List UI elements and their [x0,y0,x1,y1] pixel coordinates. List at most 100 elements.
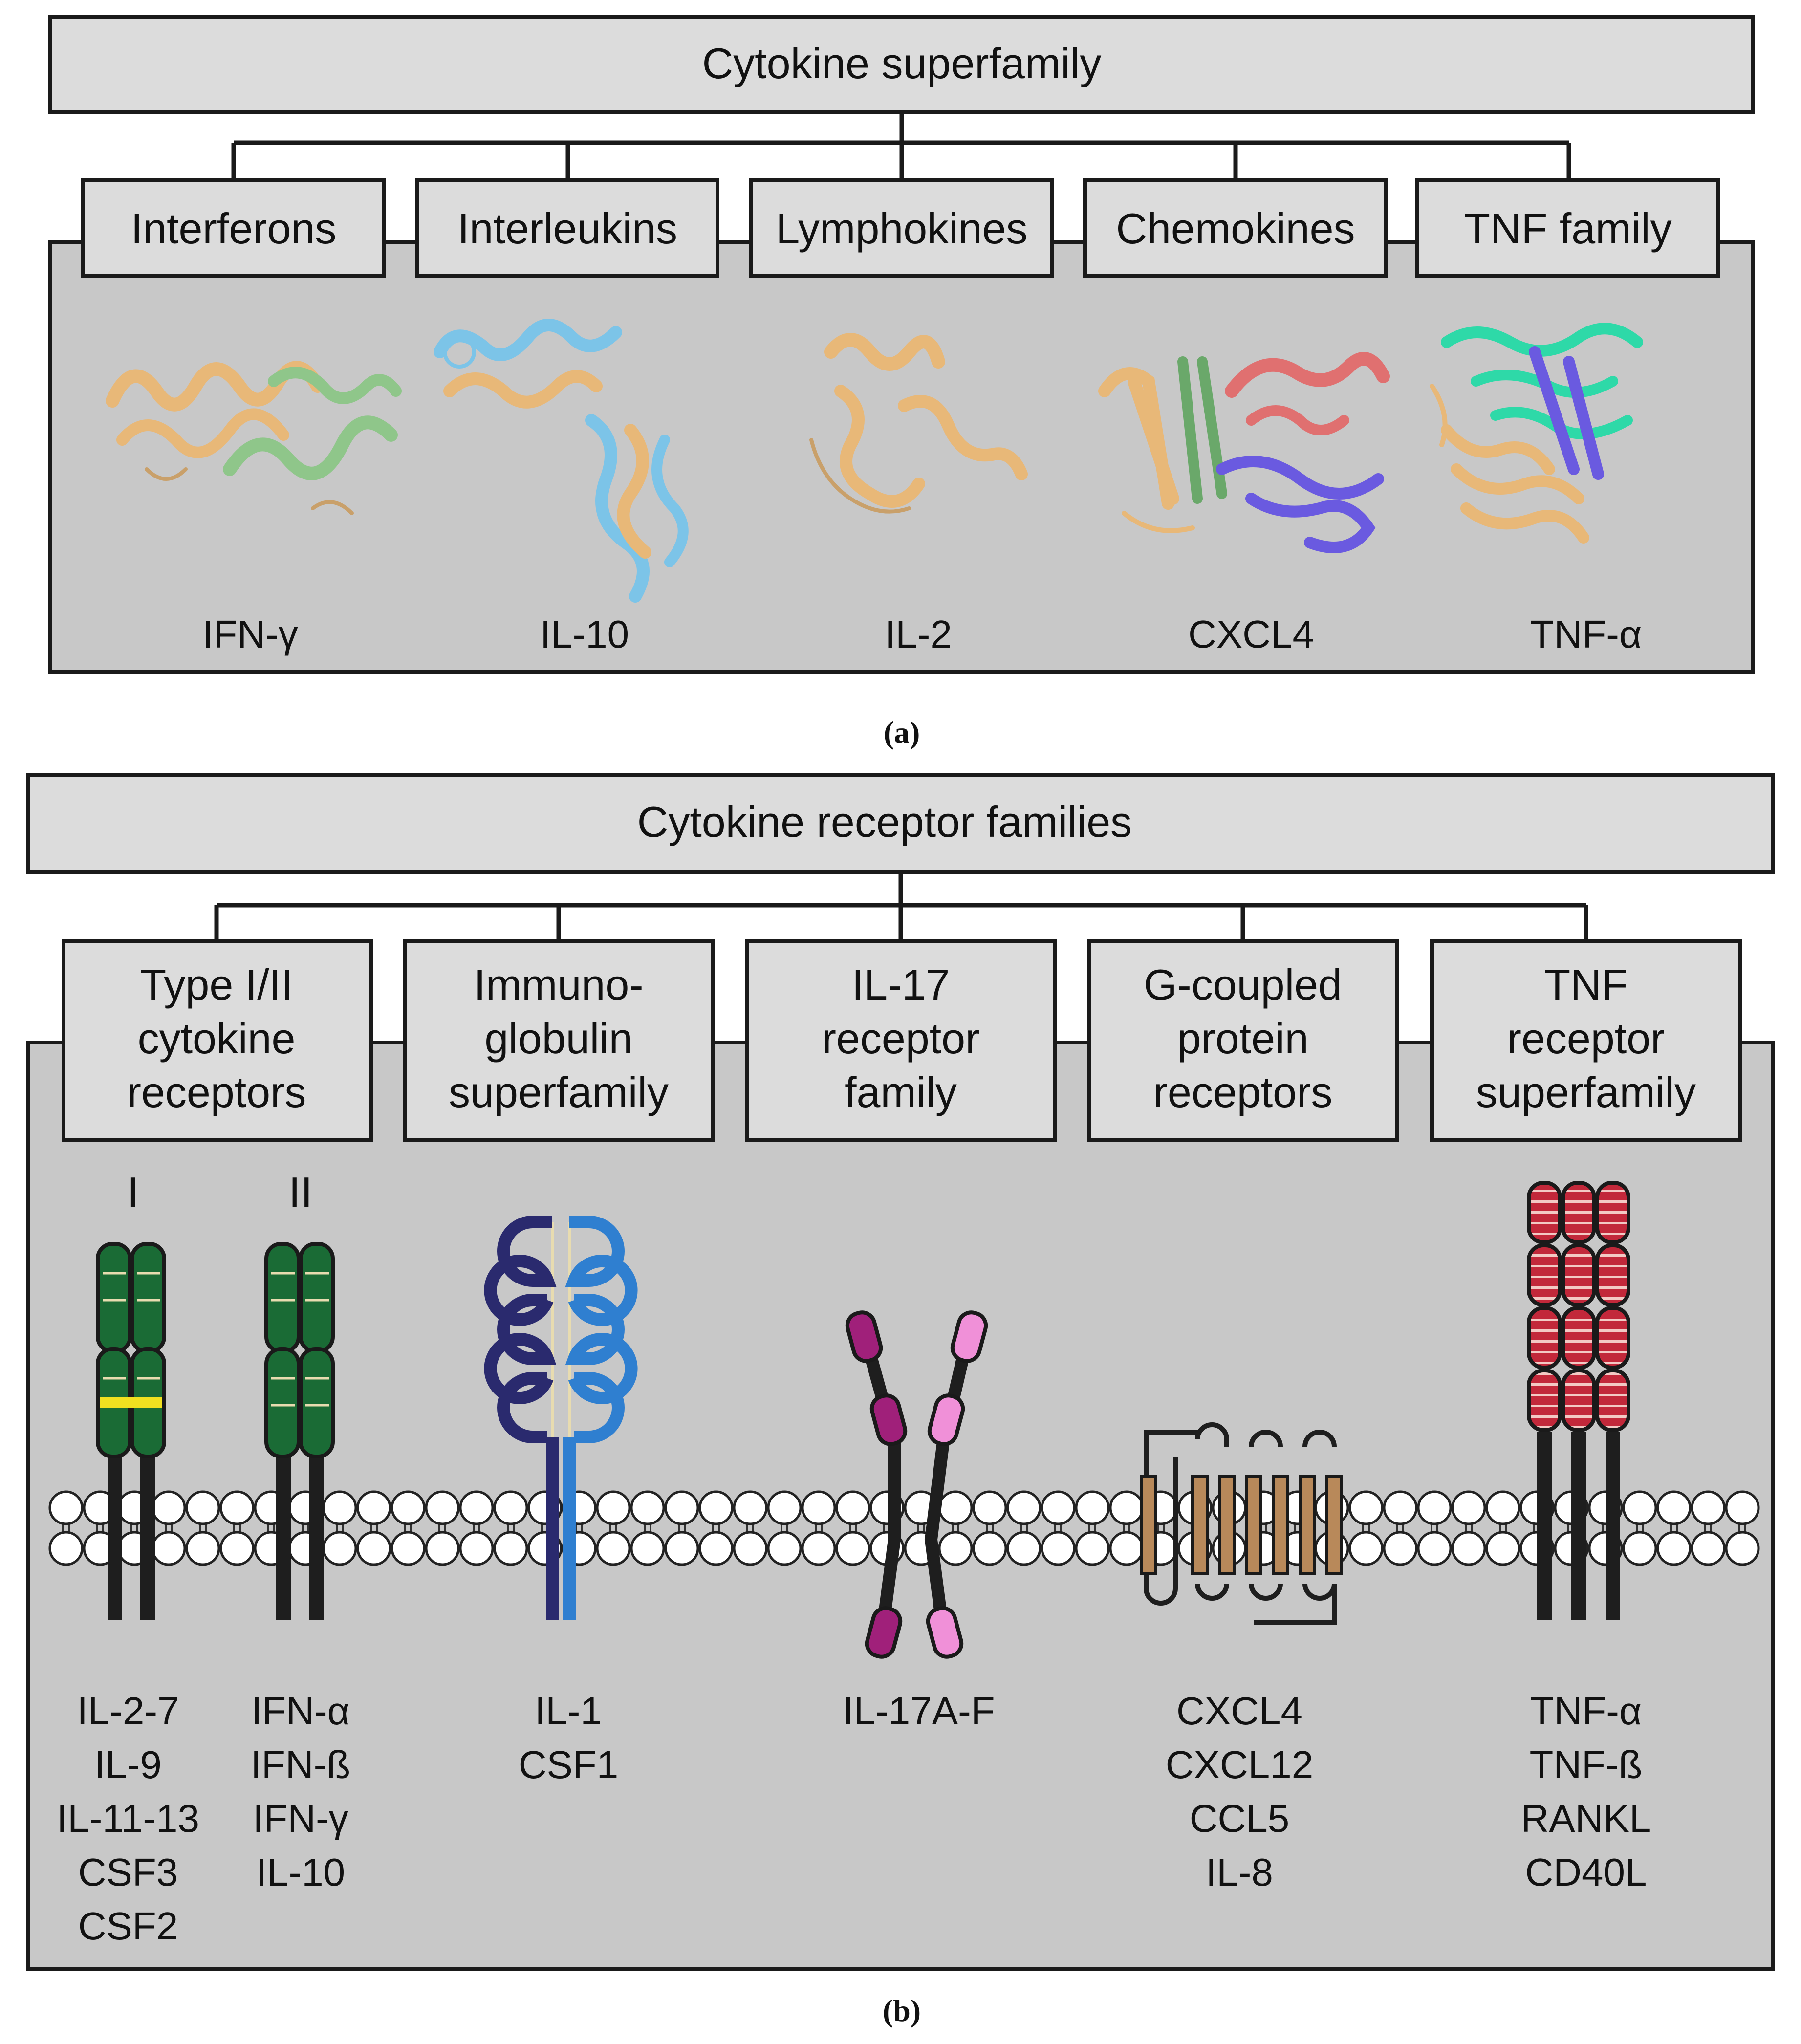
lipid-head [1075,1531,1110,1566]
ligand-label: IL-2-7 [77,1689,179,1733]
panel-b: Cytokine receptor families Type I/II cyt… [26,773,1775,2028]
category-label-tnf-family: TNF family [1464,204,1671,253]
tnfr-domain [1595,1181,1630,1244]
example-label-cxcl4: CXCL4 [1188,612,1314,656]
category-label-type-i-ii: Type I/II cytokine receptors [127,960,306,1116]
category-line: Immuno- [474,960,643,1009]
category-label-chemokines: Chemokines [1116,204,1355,253]
lipid-head [972,1531,1007,1566]
category-label-interferons: Interferons [131,204,337,253]
type-ii-mark: II [289,1168,313,1217]
protein-structure-ifn-gamma [106,361,402,515]
lipid-head [1041,1490,1076,1525]
category-box-il-17-receptor [745,939,1057,1142]
lipid-head [698,1490,734,1525]
lipid-head [425,1531,460,1566]
lipid-head [1691,1531,1726,1566]
lipid-head [630,1531,665,1566]
lipid-head [391,1490,426,1525]
ligand-label: CCL5 [1190,1797,1290,1840]
protein-structure-il-10 [434,319,689,603]
lipid-head [1622,1490,1657,1525]
lipid-head [1417,1531,1452,1566]
lipid-head [322,1490,357,1525]
panel-a-title: Cytokine superfamily [702,39,1102,87]
lipid-head [938,1531,973,1566]
ligand-label: IFN-α [251,1689,350,1733]
ligands-g-coupled: CXCL4 CXCL12 CCL5 IL-8 [1166,1689,1313,1894]
lipid-head [767,1490,802,1525]
category-line: receptor [822,1014,980,1063]
ligand-label: TNF-α [1530,1689,1642,1733]
lipid-head [1691,1490,1726,1525]
example-label-ifn-gamma: IFN-γ [202,612,298,656]
ligand-label: CSF2 [78,1904,178,1948]
lipid-head [219,1531,255,1566]
lipid-head [425,1490,460,1525]
lipid-head [1485,1490,1520,1525]
g-coupled-protein-receptor [1140,1422,1343,1625]
category-line: Type I/II [140,960,293,1009]
lipid-head [459,1490,494,1525]
lipid-head [48,1531,84,1566]
tnfr-domain [1561,1306,1596,1370]
lipid-head [1075,1490,1110,1525]
lipid-head [664,1490,699,1525]
ligands-il-17: IL-17A-F [843,1689,995,1733]
tnfr-domain [1561,1369,1596,1432]
category-box-g-coupled [1087,939,1399,1142]
lipid-head [1041,1531,1076,1566]
lipid-head [1109,1531,1144,1566]
lipid-head [1451,1490,1486,1525]
panel-b-connectors [214,872,1588,941]
type-ii-cytokine-receptor [264,1242,335,1620]
category-label-immunoglobulin: Immuno- globulin superfamily [449,960,669,1116]
lipid-head [459,1531,494,1566]
lipid-head [630,1490,665,1525]
lipid-head [1451,1531,1486,1566]
panel-b-caption: (b) [883,1993,921,2028]
lipid-head [801,1531,836,1566]
lipid-head [733,1531,768,1566]
lipid-head [1485,1531,1520,1566]
ligand-label: IL-11-13 [57,1797,199,1840]
ligand-label: TNF-ß [1529,1743,1642,1786]
ligands-immunoglobulin: IL-1 CSF1 [519,1689,619,1786]
category-line: receptors [1153,1068,1333,1116]
tnfr-domain [1595,1369,1630,1432]
category-line: family [845,1068,957,1116]
lipid-head [322,1531,357,1566]
tnfr-domain [1527,1369,1562,1432]
ligand-label: CSF1 [519,1743,619,1786]
example-label-il-2: IL-2 [885,612,952,656]
category-line: receptors [127,1068,306,1116]
lipid-head [356,1531,391,1566]
lipid-head [219,1490,255,1525]
lipid-head [972,1490,1007,1525]
tnfr-domain [1561,1243,1596,1307]
lipid-head [356,1490,391,1525]
ligand-label: IL-17A-F [843,1689,995,1733]
lipid-head [835,1490,870,1525]
category-line: IL-17 [852,960,950,1009]
lipid-head [733,1490,768,1525]
tnf-receptor-trimer [1527,1181,1630,1620]
panel-b-category-boxes [62,939,1742,1142]
protein-structure-tnf-alpha [1430,323,1643,544]
panel-a: Cytokine superfamily Interferons Interle… [48,15,1755,750]
lipid-head [664,1531,699,1566]
lipid-head [1006,1531,1042,1566]
category-box-interleukins [415,178,719,278]
tnfr-domain [1561,1181,1596,1244]
lipid-head [767,1531,802,1566]
ligands-type-ii: IFN-α IFN-ß IFN-γ IL-10 [251,1689,350,1894]
category-box-interferons [81,178,386,278]
lipid-head [1348,1490,1384,1525]
lipid-head [596,1531,631,1566]
lipid-head [1725,1490,1760,1525]
panel-a-caption: (a) [884,715,920,750]
lipid-head [1656,1490,1692,1525]
lipid-head [938,1490,973,1525]
lipid-head [1383,1490,1418,1525]
lipid-head [1383,1531,1418,1566]
